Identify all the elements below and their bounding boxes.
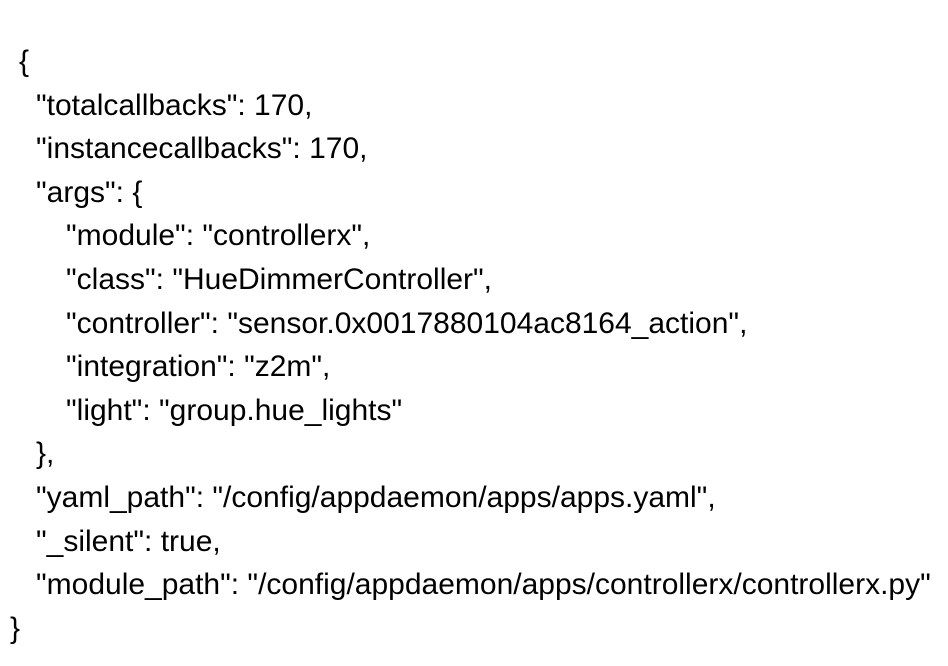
json-line: "_silent": true, xyxy=(36,524,221,558)
json-line: "totalcallbacks": 170, xyxy=(36,88,313,122)
json-line: "module": "controllerx", xyxy=(66,219,371,253)
json-line: }, xyxy=(36,437,55,471)
json-line: "integration": "z2m", xyxy=(66,350,331,384)
json-line: } xyxy=(10,611,21,645)
json-line: "class": "HueDimmerController", xyxy=(66,262,493,296)
json-line: "yaml_path": "/config/appdaemon/apps/app… xyxy=(36,480,716,514)
json-line: "module_path": "/config/appdaemon/apps/c… xyxy=(36,568,931,602)
json-line: "args": { xyxy=(36,175,143,209)
json-line: "instancecallbacks": 170, xyxy=(36,132,368,166)
json-line: "controller": "sensor.0x0017880104ac8164… xyxy=(66,306,748,340)
json-line: "light": "group.hue_lights" xyxy=(66,393,403,427)
json-body: {"totalcallbacks": 170, "instancecallback… xyxy=(0,40,948,650)
json-line: { xyxy=(19,45,30,78)
